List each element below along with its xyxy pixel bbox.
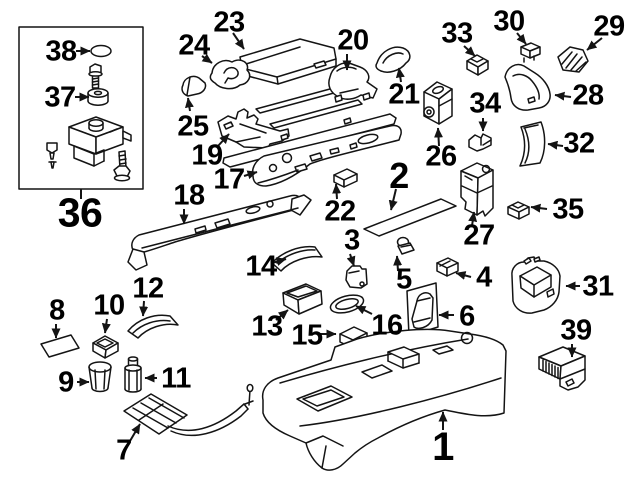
part-34-sketch-connector [468, 133, 492, 152]
part-arrow-28 [554, 91, 572, 101]
part-33-sketch-connector [466, 54, 489, 76]
part-arrow-17 [243, 170, 258, 180]
part-arrow-10 [101, 318, 111, 334]
part-13-sketch-storage-box [282, 283, 323, 315]
part-8-sketch-strip [40, 334, 80, 358]
part-32-sketch-curved-panel [519, 121, 546, 167]
part-21-sketch-curved-bracket [375, 46, 411, 73]
part-arrow-33 [463, 45, 476, 57]
part-arrow-29 [586, 37, 603, 51]
part-9-sketch-cup [88, 361, 112, 393]
part-arrow-22 [332, 183, 342, 200]
part-arrow-12 [139, 300, 149, 317]
part-20-sketch-slide-rails [255, 62, 378, 129]
kit-screw-sketch [113, 150, 131, 182]
part-arrow-7 [129, 423, 141, 442]
part-31-sketch-rear-bracket [511, 256, 561, 314]
part-sketches [18, 26, 589, 471]
part-4-sketch-switch-block [436, 257, 459, 277]
part-29-sketch-hatched-pad [557, 46, 589, 73]
part-arrow-16 [355, 305, 373, 315]
part-12-sketch-curved-pad [127, 314, 179, 339]
kit-module-sketch [68, 116, 132, 167]
part-2-sketch-flat-mat [363, 198, 457, 237]
part-arrow-32 [547, 140, 564, 150]
kit-clip-sketch [46, 142, 58, 169]
part-arrow-30 [516, 32, 527, 45]
part-arrow-5 [393, 255, 403, 272]
part-6-sketch-duct-wedge [406, 282, 439, 337]
part-arrow-27 [468, 211, 478, 227]
part-arrow-3 [346, 253, 356, 267]
kit-bolt-sketch [88, 63, 103, 89]
part-arrow-25 [184, 97, 194, 112]
part-25-sketch-end-cap [181, 75, 207, 97]
part-arrow-26 [434, 127, 444, 147]
part-18-sketch-side-trim [127, 194, 312, 271]
part-24-sketch-kidney-pad [209, 59, 251, 90]
part-arrow-13 [275, 309, 289, 321]
part-23-sketch-armrest-lid [239, 38, 337, 85]
part-38-sketch-o-ring [90, 44, 112, 58]
part-arrow-4 [455, 271, 472, 280]
part-arrow-14 [271, 257, 287, 266]
part-28-sketch-curved-cover [504, 63, 551, 111]
part-3-sketch-bracket [345, 265, 368, 289]
part-arrow-21 [395, 67, 405, 83]
part-27-sketch-tall-housing [460, 162, 494, 217]
part-5-sketch-clip-knob [396, 236, 415, 255]
part-19-sketch-mounting-bracket [217, 108, 290, 149]
part-16-sketch-oval-tray [329, 294, 365, 314]
part-17-sketch-console-top-panel [251, 124, 402, 187]
part-35-sketch-connector [507, 201, 530, 220]
part-26-sketch-switch-housing [423, 81, 453, 125]
part-22-sketch-small-box [333, 168, 358, 188]
part-11-sketch-bulb [124, 356, 142, 393]
part-arrow-2 [388, 188, 398, 211]
part-arrow-19 [217, 133, 230, 147]
part-10-sketch-cube [92, 335, 119, 359]
part-arrow-24 [201, 53, 213, 64]
part-39-sketch-ribbed-module [538, 346, 586, 391]
upper-trim-strip-sketch [222, 113, 397, 168]
part-1-sketch-console-body [261, 328, 507, 471]
part-arrow-35 [530, 203, 548, 213]
part-arrow-23 [232, 32, 245, 50]
part-7-sketch-plate-linkage [123, 383, 254, 437]
callout-arrows [51, 32, 603, 442]
part-30-sketch-clip [520, 42, 541, 63]
part-14-sketch-curved-sheet [271, 245, 323, 272]
